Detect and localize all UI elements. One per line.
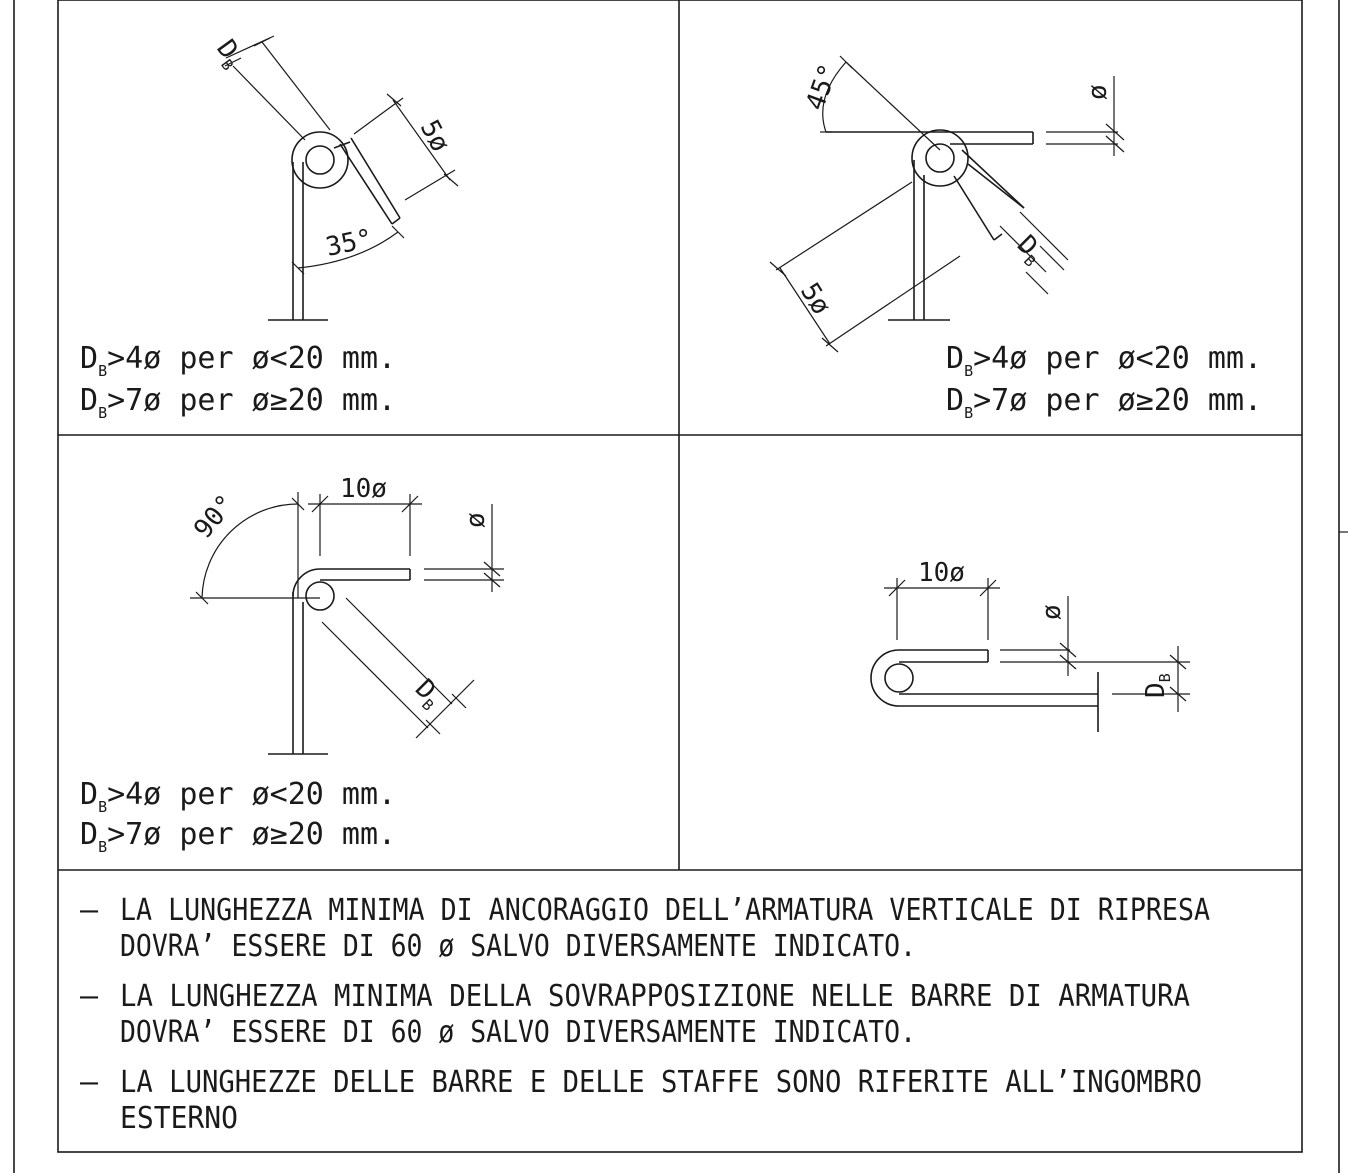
mandrel-circle: [925, 143, 955, 173]
note-dash: —: [80, 979, 99, 1014]
hook-leg: [953, 149, 1025, 241]
mandrel-circle: [305, 145, 335, 175]
note-3-line-2: ESTERNO: [120, 1101, 238, 1136]
note-1-line-1: LA LUNGHEZZA MINIMA DI ANCORAGGIO DELL’A…: [120, 893, 1210, 928]
length-dimension: 5ø: [353, 93, 459, 201]
note-3-line-1: LA LUNGHEZZE DELLE BARRE E DELLE STAFFE …: [120, 1065, 1202, 1100]
angle-label: 45°: [800, 60, 844, 114]
hook-leg: [321, 597, 453, 729]
note-dash: —: [80, 1065, 99, 1100]
drawing-frame: [13, 0, 1348, 1173]
note-2-line-2: DOVRA’ ESSERE DI 60 ø SALVO DIVERSAMENTE…: [120, 1015, 916, 1050]
angle-dimension: 90°: [188, 489, 320, 605]
mandrel-circle: [884, 663, 914, 693]
hook-top-bar: [826, 131, 1118, 145]
length-dimension: 10ø: [884, 558, 1000, 640]
angle-label: 35°: [323, 224, 375, 263]
condition-line-2: DB>7ø per ø≥20 mm.: [80, 383, 396, 422]
angle-label: 90°: [188, 489, 241, 544]
note-1-line-2: DOVRA’ ESSERE DI 60 ø SALVO DIVERSAMENTE…: [120, 929, 916, 964]
bend-outline: [291, 131, 349, 189]
phi-dimension: ø: [1083, 76, 1125, 156]
notes-section: — LA LUNGHEZZA MINIMA DI ANCORAGGIO DELL…: [80, 893, 1210, 1136]
phi-dimension: ø: [461, 504, 501, 592]
db-dimension: DB: [1141, 646, 1187, 712]
panel-hook-180: 10ø ø DB: [870, 558, 1190, 732]
length-dimension: 5ø: [769, 181, 961, 353]
condition-line-1: DB>4ø per ø<20 mm.: [80, 341, 396, 380]
length-label: 10ø: [918, 558, 965, 588]
condition-line-2: DB>7ø per ø≥20 mm.: [80, 817, 396, 856]
bend-outline: [870, 649, 900, 707]
length-label: 10ø: [340, 474, 387, 504]
panel-hook-90: 90° 10ø ø DB DB>4ø per ø<20 mm. DB>7ø pe…: [80, 474, 504, 856]
db-dimension: DB: [208, 34, 331, 141]
hook-top-bar: [320, 568, 504, 581]
mandrel-circle: [305, 581, 335, 611]
length-label: 5ø: [414, 115, 455, 157]
note-2-line-1: LA LUNGHEZZA MINIMA DELLA SOVRAPPOSIZION…: [120, 979, 1190, 1014]
condition-line-1: DB>4ø per ø<20 mm.: [946, 341, 1262, 380]
phi-label: ø: [1037, 604, 1067, 620]
condition-line-1: DB>4ø per ø<20 mm.: [80, 777, 396, 816]
bend-outline: [911, 129, 969, 187]
condition-line-2: DB>7ø per ø≥20 mm.: [946, 383, 1262, 422]
panel-hook-35: DB 5ø 35° DB>4ø per ø<20 mm. DB>7ø per ø…: [80, 34, 459, 422]
hook-bars: [899, 649, 1190, 732]
bend-outline: [292, 568, 321, 597]
angle-dimension: 45°: [800, 55, 941, 151]
panel-hook-45: 45° ø 5ø DB DB>4ø per ø<20 mm. DB>7ø: [769, 55, 1262, 422]
db-dimension: DB: [409, 674, 475, 739]
length-dimension: 10ø: [308, 474, 422, 556]
note-dash: —: [80, 893, 99, 928]
db-dimension: DB: [999, 211, 1069, 295]
hook-leg: [333, 137, 401, 225]
length-label: 5ø: [794, 278, 836, 320]
phi-dimension: ø: [1037, 596, 1077, 676]
bar-vertical: [268, 162, 328, 321]
db-label: DB: [1141, 673, 1174, 698]
phi-label: ø: [1083, 84, 1113, 100]
phi-label: ø: [461, 512, 491, 528]
angle-dimension: 35°: [291, 224, 405, 275]
bar-vertical: [888, 160, 950, 321]
db-label: DB: [208, 34, 249, 73]
bar-vertical: [268, 592, 328, 755]
